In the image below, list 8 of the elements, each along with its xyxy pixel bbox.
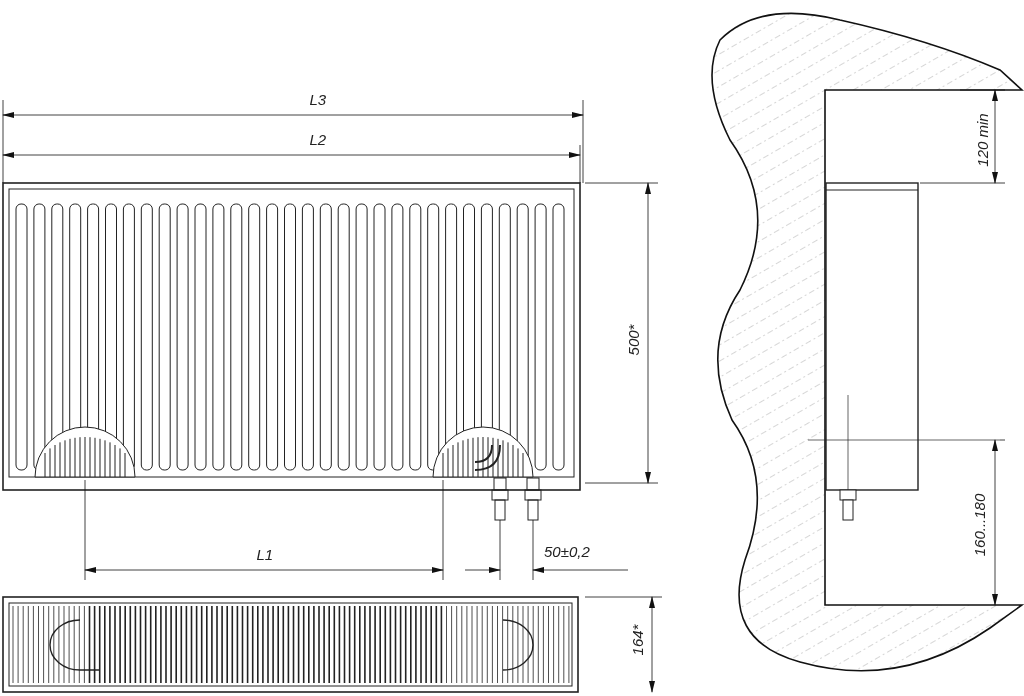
dimension-label: 500*	[625, 324, 642, 356]
dimension-label: 164*	[629, 624, 646, 656]
dimension-label: 50±0,2	[544, 544, 590, 560]
dimension-label: L3	[309, 92, 327, 108]
dimension-label: 120 min	[974, 113, 991, 167]
dimension-label: L2	[309, 132, 327, 148]
dimension-label: 160...180	[971, 493, 988, 557]
dimension-label: L1	[256, 547, 274, 563]
